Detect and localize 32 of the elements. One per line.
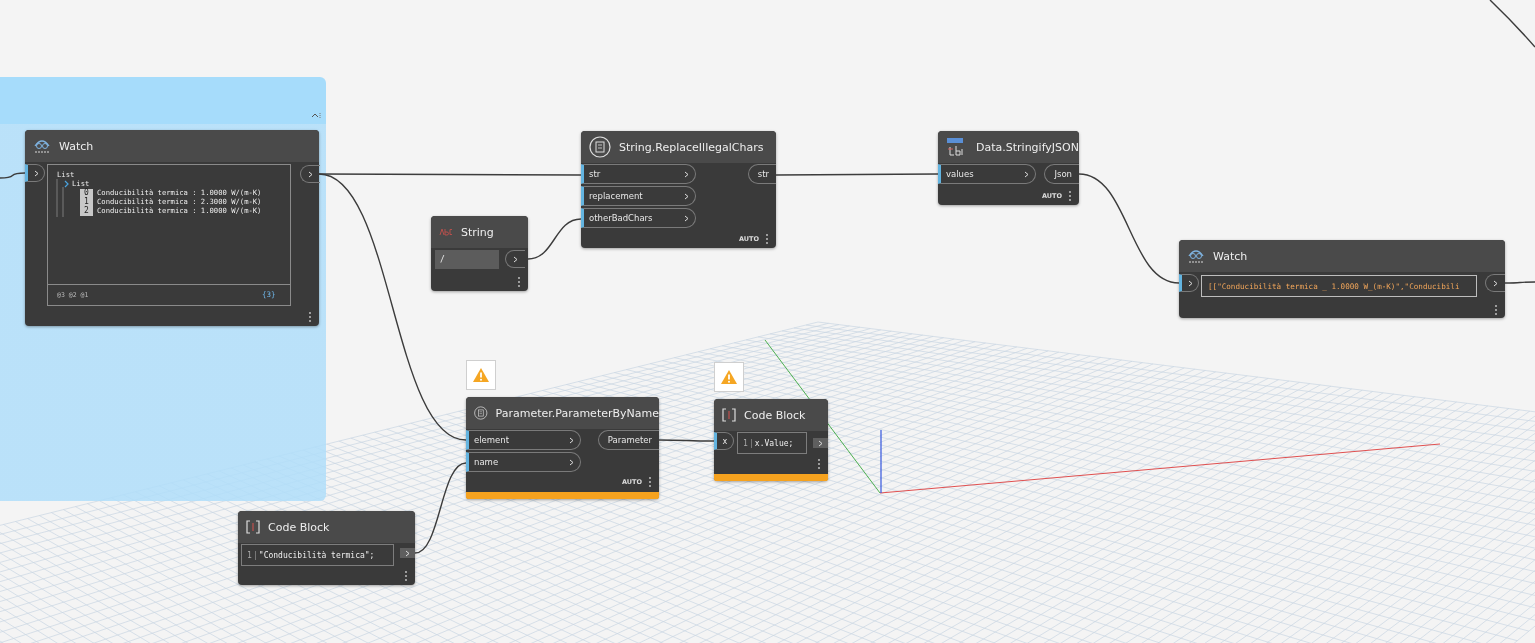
connector-wire bbox=[414, 462, 467, 554]
node-title: Watch bbox=[1213, 249, 1248, 263]
node-title: String.ReplaceIllegalChars bbox=[619, 140, 764, 154]
code-editor: 1 "Conducibilità termica"; bbox=[241, 544, 394, 566]
connector-wire bbox=[1504, 281, 1535, 284]
node-title: Data.StringifyJSON bbox=[976, 140, 1079, 154]
group-panel bbox=[0, 77, 326, 501]
connector-wire bbox=[0, 172, 26, 179]
watch-node bbox=[25, 130, 319, 326]
function-node bbox=[466, 397, 659, 499]
code-block-node bbox=[714, 399, 828, 481]
connector-wire bbox=[775, 173, 939, 176]
string-node bbox=[431, 216, 528, 291]
input-field: / bbox=[435, 250, 499, 269]
connector-wire bbox=[1078, 173, 1180, 284]
index-label: 0 bbox=[80, 189, 93, 198]
index-label: 1 bbox=[80, 198, 93, 207]
code-editor: 1 x.Value; bbox=[737, 432, 807, 454]
connector-wire bbox=[658, 439, 715, 442]
index-label: 2 bbox=[80, 207, 93, 216]
node-title: Parameter.ParameterByName bbox=[495, 406, 659, 420]
code-block-node bbox=[238, 511, 415, 585]
connector-wire bbox=[318, 173, 582, 176]
node-title: String bbox=[461, 225, 494, 239]
node-title: Code Block bbox=[268, 520, 330, 534]
function-node bbox=[938, 131, 1079, 205]
watch-node bbox=[1179, 240, 1505, 318]
connector-wire bbox=[527, 218, 582, 260]
connector-wire bbox=[318, 173, 467, 441]
node-title: Watch bbox=[59, 139, 94, 153]
function-node bbox=[581, 131, 776, 248]
node-title: Code Block bbox=[744, 408, 806, 422]
